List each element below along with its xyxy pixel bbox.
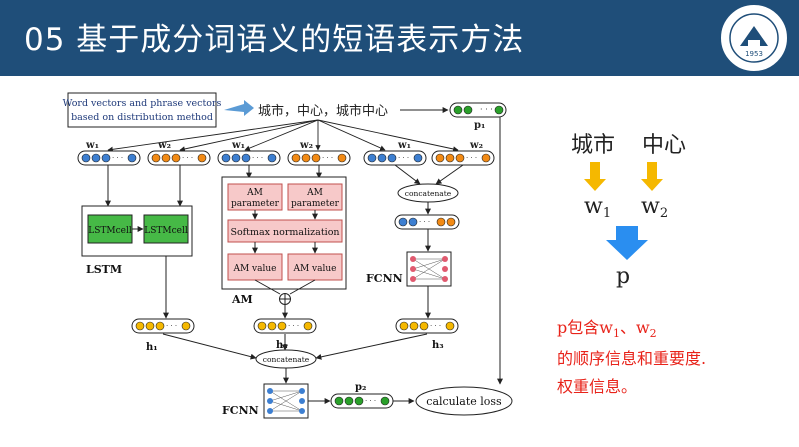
- w2-vector: · · ·: [147, 150, 211, 166]
- fcnn-icon: [263, 383, 309, 419]
- svg-text:· · ·: · · ·: [252, 154, 263, 162]
- p1-label: p₁: [474, 120, 485, 131]
- concat-vector: · · ·: [394, 214, 460, 230]
- w1-vector: · · ·: [363, 150, 427, 166]
- h-vectors: · · · h₁ · · · h₂ · · · h₃: [131, 318, 459, 353]
- p2-label: p₂: [355, 382, 366, 393]
- w2-vector: · · ·: [287, 150, 351, 166]
- arrow-down-icon: [641, 162, 663, 191]
- am-value-label: AM value: [232, 264, 276, 274]
- fcnn-label: FCNN: [222, 404, 259, 417]
- phrase-representation-diagram: Word vectors and phrase vectors based on…: [63, 92, 513, 419]
- am-param-line2: parameter: [291, 199, 340, 209]
- w1-label: w₁: [231, 140, 245, 151]
- w1-vector: · · ·: [77, 150, 141, 166]
- am-value-label: AM value: [292, 264, 336, 274]
- svg-text:· · ·: · · ·: [430, 322, 441, 330]
- calc-loss-label: calculate loss: [426, 395, 502, 408]
- phrase-text: 城市，中心，城市中心: [258, 103, 388, 119]
- lstm-cell-label: LSTMcell: [88, 226, 132, 236]
- h2-label: h₂: [276, 340, 288, 351]
- right-branch: concatenate · · · FCNN: [366, 164, 464, 319]
- p2-vector: · · ·: [330, 393, 394, 409]
- svg-text:· · ·: · · ·: [166, 322, 177, 330]
- svg-text:· · ·: · · ·: [288, 322, 299, 330]
- university-logo: 1953: [719, 3, 789, 73]
- svg-text:· · ·: · · ·: [182, 154, 193, 162]
- arrow-down-icon: [584, 162, 606, 191]
- svg-text:· · ·: · · ·: [365, 397, 376, 405]
- word-vectors-row: · · · · · · · · · · · · · · · · · ·: [77, 150, 495, 166]
- lstm-block: LSTMcell LSTMcell LSTM: [81, 165, 193, 319]
- word-chengshi: 城市: [571, 133, 616, 158]
- w2-label: w₂: [299, 140, 313, 151]
- lstm-label: LSTM: [86, 263, 122, 276]
- h1-label: h₁: [146, 342, 158, 353]
- am-param-line2: parameter: [231, 199, 280, 209]
- w1-label: w₁: [397, 140, 411, 151]
- source-box: Word vectors and phrase vectors based on…: [63, 92, 222, 128]
- yellow-arrows: [584, 162, 663, 191]
- source-line2: based on distribution method: [71, 112, 213, 123]
- fcnn-icon: [406, 251, 452, 287]
- svg-text:· · ·: · · ·: [322, 154, 333, 162]
- fcnn-label: FCNN: [366, 272, 403, 285]
- p-symbol: p: [616, 264, 631, 289]
- logo-year: 1953: [745, 50, 763, 58]
- am-param-line1: AM: [246, 188, 263, 198]
- svg-text:· · ·: · · ·: [112, 154, 123, 162]
- w1-vector: · · ·: [217, 150, 281, 166]
- w1-label: w₁: [85, 140, 99, 151]
- word-zhongxin: 中心: [642, 133, 687, 158]
- w2-vector: · · ·: [431, 150, 495, 166]
- blue-arrow: [606, 226, 648, 260]
- concatenate-label: concatenate: [263, 355, 310, 364]
- w1-symbol: w1: [584, 194, 612, 221]
- softmax-label: Softmax normalization: [230, 227, 339, 238]
- p1-vector: · · · p₁: [449, 102, 507, 131]
- w2-label: w₂: [469, 140, 483, 151]
- am-label: AM: [231, 293, 253, 306]
- am-param-line1: AM: [306, 188, 323, 198]
- w2-label: w₂: [157, 140, 171, 151]
- svg-text:· · ·: · · ·: [419, 218, 430, 226]
- lstm-cell-label: LSTMcell: [144, 226, 188, 236]
- bottom-branch: concatenate FCNN · · · p₂ calculate loss: [162, 333, 513, 419]
- explanation-line3: 权重信息。: [557, 377, 638, 396]
- w2-symbol: w2: [641, 194, 669, 221]
- am-block: AM parameter AM parameter Softmax normal…: [221, 165, 347, 319]
- explanation-line2: 的顺序信息和重要度.: [557, 349, 707, 368]
- source-line1: Word vectors and phrase vectors: [63, 98, 222, 109]
- svg-text:· · ·: · · ·: [480, 105, 493, 114]
- header-bar: 05 基于成分词语义的短语表示方法 1953: [0, 0, 799, 76]
- arrow-right-icon: [224, 100, 254, 116]
- concatenate-label: concatenate: [405, 189, 452, 198]
- explanation-line1: p包含w1、w2: [557, 318, 657, 340]
- h3-label: h₃: [432, 340, 444, 351]
- arrow-down-icon: [606, 226, 648, 260]
- svg-text:· · ·: · · ·: [466, 154, 477, 162]
- page-title: 05 基于成分词语义的短语表示方法: [24, 22, 525, 58]
- svg-text:· · ·: · · ·: [398, 154, 409, 162]
